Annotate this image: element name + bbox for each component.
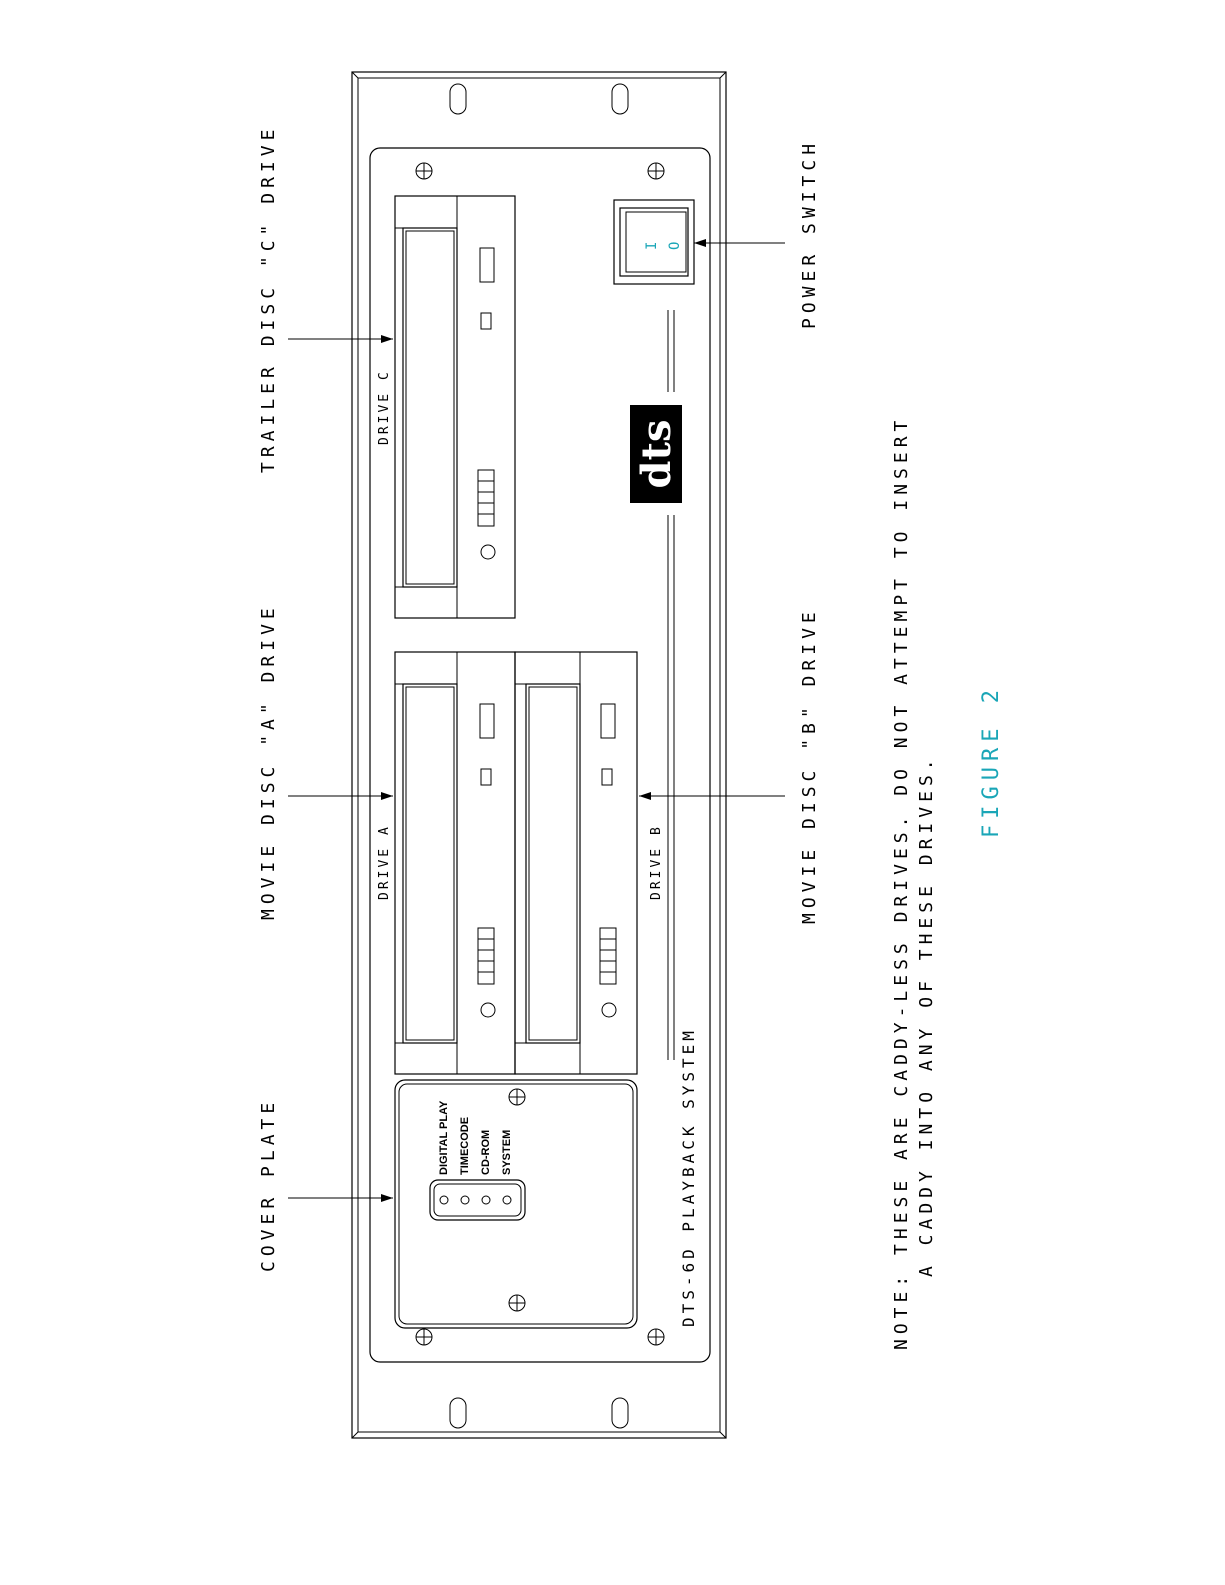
mounting-slot (612, 1398, 628, 1428)
volume-control (478, 470, 494, 526)
drive-b (515, 652, 637, 1074)
screw-icon (648, 1329, 664, 1345)
indicator-label-timecode: TIMECODE (459, 1117, 471, 1175)
dts-logo: dts (630, 405, 682, 503)
disc-tray-slot (526, 684, 580, 1043)
face-plate (370, 148, 710, 1362)
indicator-panel (430, 1180, 525, 1220)
callout-trailer-drive: TRAILER DISC "C" DRIVE (258, 125, 279, 473)
eject-button (480, 704, 494, 738)
cover-plate: DIGITAL PLAY TIMECODE CD-ROM SYSTEM (395, 1080, 637, 1328)
figure-label: FIGURE 2 (979, 684, 1004, 838)
switch-on-label: I (644, 242, 660, 250)
screw-icon (509, 1089, 525, 1105)
indicator-led (503, 1196, 511, 1204)
activity-led (481, 313, 491, 329)
indicator-led (461, 1196, 469, 1204)
drive-label-c: DRIVE C (377, 369, 392, 445)
note-line-1: NOTE: THESE ARE CADDY-LESS DRIVES. DO NO… (891, 416, 912, 1350)
callout-movie-a-drive: MOVIE DISC "A" DRIVE (258, 603, 279, 920)
rack-panel (352, 72, 726, 1438)
callout-movie-b-drive: MOVIE DISC "B" DRIVE (799, 607, 820, 924)
eject-button (601, 704, 615, 738)
indicator-led (482, 1196, 490, 1204)
eject-button (480, 248, 494, 282)
note-line-2: A CADDY INTO ANY OF THESE DRIVES. (916, 754, 937, 1277)
volume-control (600, 928, 616, 984)
drive-label-b: DRIVE B (649, 824, 664, 900)
mounting-slot (450, 84, 466, 114)
volume-control (478, 928, 494, 984)
drive-c (395, 196, 515, 618)
dts-logo-text: dts (633, 420, 680, 489)
indicator-label-system: SYSTEM (501, 1130, 513, 1175)
mounting-slot-group (450, 84, 628, 1428)
activity-led (481, 769, 491, 785)
system-name: DTS-6D PLAYBACK SYSTEM (679, 1027, 698, 1327)
mounting-slot (612, 84, 628, 114)
activity-led (602, 769, 612, 785)
indicator-label-digital-play: DIGITAL PLAY (438, 1100, 450, 1175)
screw-icon (416, 163, 432, 179)
headphone-jack (481, 1003, 495, 1017)
callout-power-switch: POWER SWITCH (799, 139, 820, 329)
drive-a (395, 652, 515, 1074)
power-switch: I O (614, 200, 694, 284)
indicator-label-cd-rom: CD-ROM (480, 1130, 492, 1175)
screw-icon (509, 1295, 525, 1311)
screw-icon (416, 1329, 432, 1345)
screw-icon (648, 163, 664, 179)
screw-group (416, 163, 664, 1345)
disc-tray-slot (403, 684, 457, 1043)
callout-cover-plate: COVER PLATE (258, 1098, 279, 1272)
indicator-led (440, 1196, 448, 1204)
drive-label-a: DRIVE A (377, 824, 392, 900)
disc-tray-slot (403, 228, 457, 587)
mounting-slot (450, 1398, 466, 1428)
headphone-jack (602, 1003, 616, 1017)
switch-off-label: O (667, 242, 683, 250)
headphone-jack (481, 545, 495, 559)
